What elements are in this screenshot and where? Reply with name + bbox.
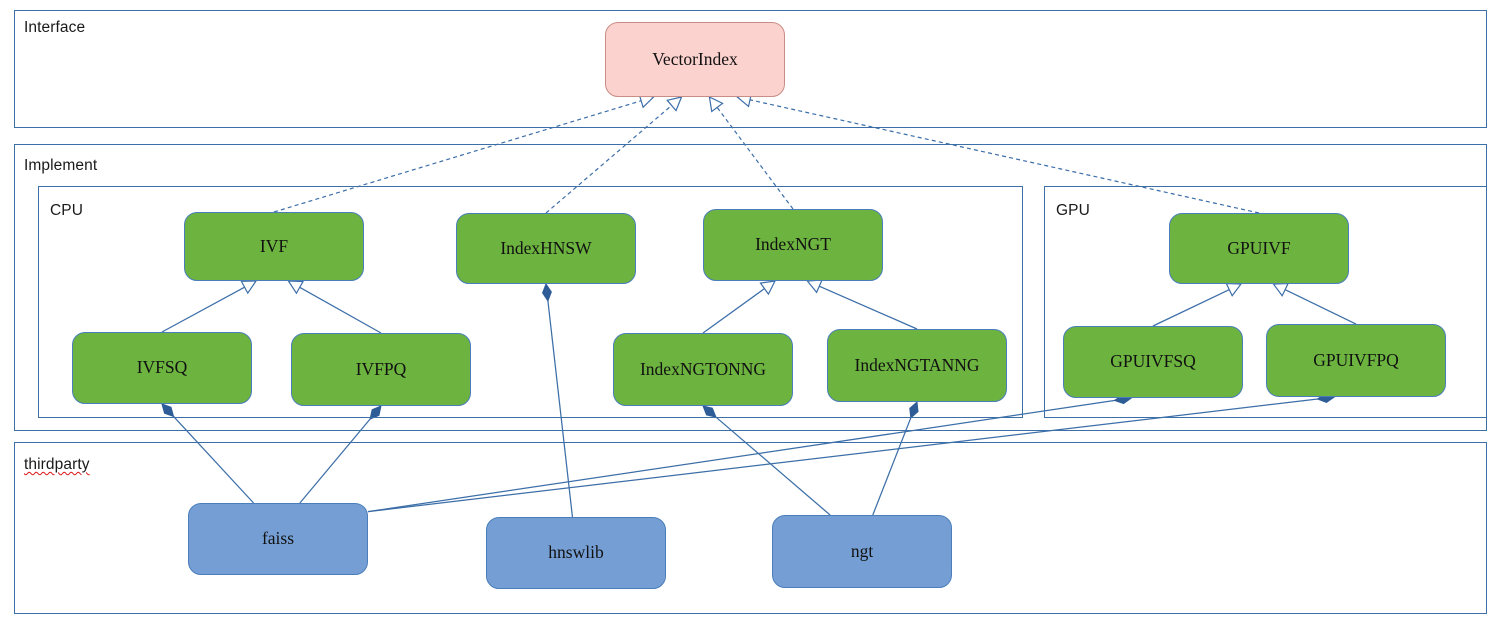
- class-node-label: GPUIVF: [1227, 237, 1291, 258]
- class-node-label: VectorIndex: [652, 48, 738, 69]
- class-node-label: ngt: [850, 540, 874, 561]
- class-node-label: faiss: [261, 528, 295, 549]
- class-node-gpuivfpq[interactable]: GPUIVFPQ: [1266, 324, 1446, 397]
- class-node-label: IVFPQ: [355, 358, 407, 379]
- package-label-cpu: CPU: [50, 202, 84, 219]
- class-node-label: IndexNGT: [755, 234, 831, 255]
- class-node-label: IndexNGTONNG: [639, 358, 767, 379]
- class-node-label: GPUIVFPQ: [1313, 349, 1399, 370]
- package-cpu: [38, 186, 1023, 418]
- class-node-indexngt[interactable]: IndexNGT: [703, 209, 883, 281]
- package-label-gpu: GPU: [1056, 202, 1090, 219]
- class-node-ivfsq[interactable]: IVFSQ: [72, 332, 252, 404]
- class-node-ivf[interactable]: IVF: [184, 212, 364, 281]
- class-node-gpuivfsq[interactable]: GPUIVFSQ: [1063, 326, 1243, 398]
- class-node-label: IndexHNSW: [500, 237, 592, 258]
- package-label-thirdparty: thirdparty: [24, 456, 90, 473]
- package-thirdparty: [14, 442, 1487, 614]
- package-label-implement: Implement: [24, 157, 98, 174]
- class-node-label: GPUIVFSQ: [1110, 351, 1196, 372]
- class-node-label: hnswlib: [548, 542, 604, 563]
- class-node-ivfpq[interactable]: IVFPQ: [291, 333, 471, 406]
- package-gpu: [1044, 186, 1487, 418]
- class-node-indexngtonng[interactable]: IndexNGTONNG: [613, 333, 793, 406]
- class-node-label: IndexNGTANNG: [854, 354, 980, 375]
- class-node-gpuivf[interactable]: GPUIVF: [1169, 213, 1349, 284]
- class-node-ngt[interactable]: ngt: [772, 515, 952, 588]
- class-node-label: IVFSQ: [136, 357, 188, 378]
- package-interface: [14, 10, 1487, 128]
- class-node-indexngtanng[interactable]: IndexNGTANNG: [827, 329, 1007, 402]
- class-node-indexhnsw[interactable]: IndexHNSW: [456, 213, 636, 284]
- class-node-vectorindex[interactable]: VectorIndex: [605, 22, 785, 97]
- class-node-label: IVF: [259, 235, 289, 256]
- class-node-hnswlib[interactable]: hnswlib: [486, 517, 666, 589]
- class-node-faiss[interactable]: faiss: [188, 503, 368, 575]
- package-label-interface: Interface: [24, 19, 86, 36]
